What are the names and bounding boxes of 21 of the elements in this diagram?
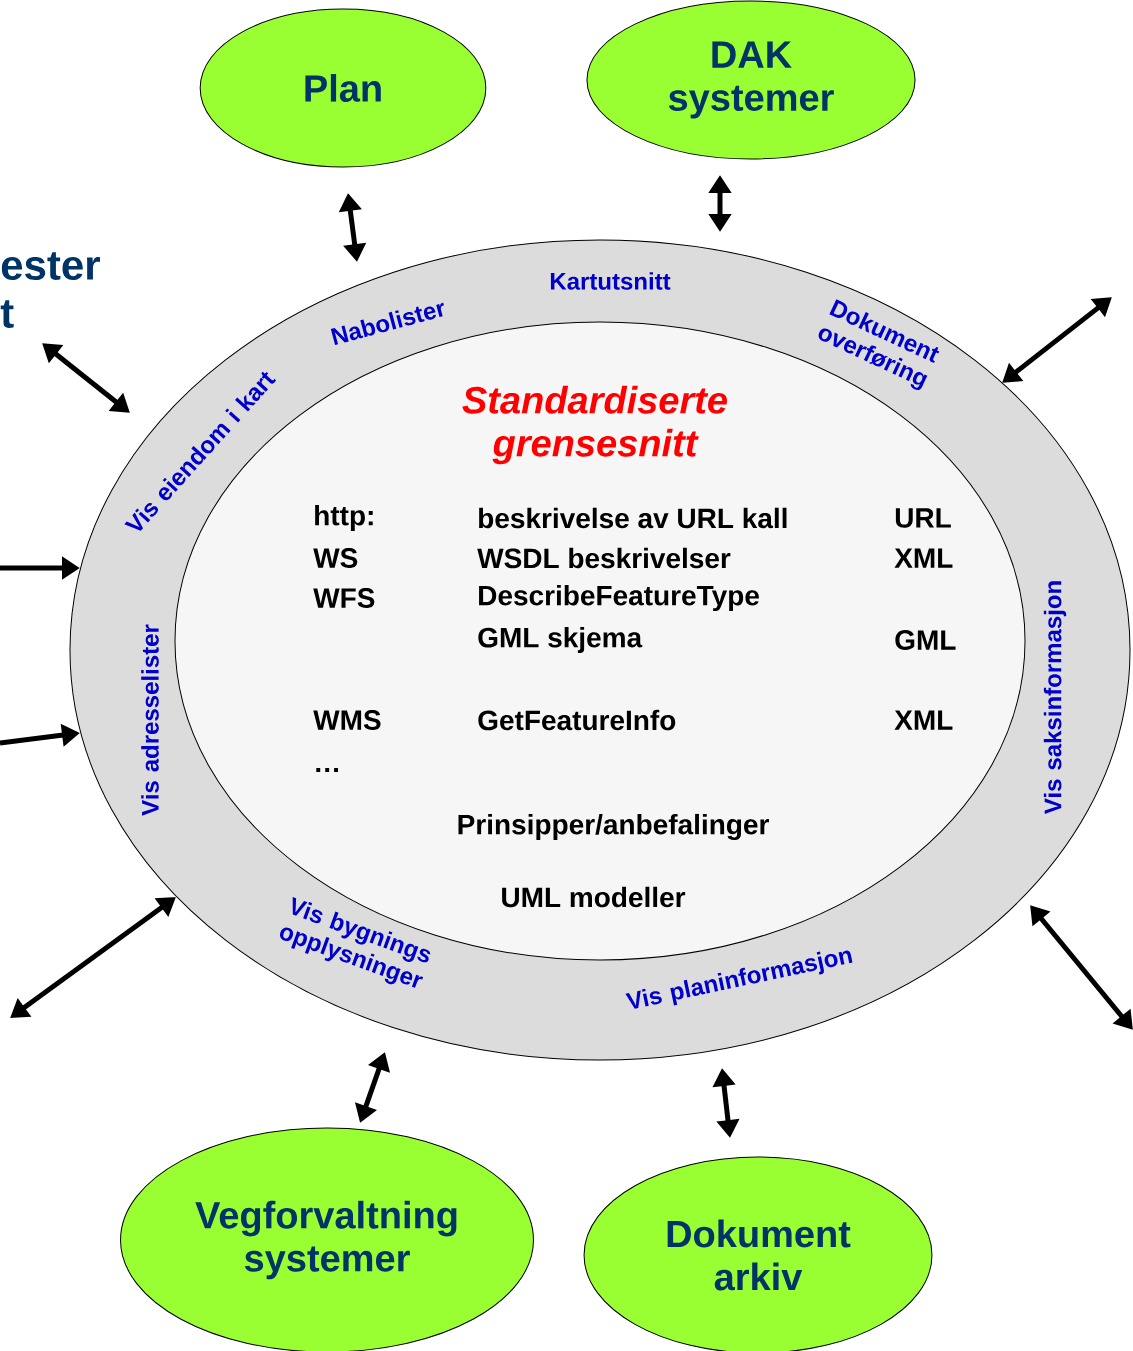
title: Standardiserte grensesnitt [462, 385, 727, 465]
ring-label: Vis adresselister [141, 624, 159, 816]
table-cell: … [316, 767, 339, 773]
table-cell: WSDL beskrivelser [477, 547, 731, 569]
heading: Prinsipper/anbefalinger [458, 813, 769, 841]
ring-label: Vis saksinformasjon [1043, 581, 1067, 814]
table-cell: GML skjema [478, 626, 643, 654]
table-cell: GetFeatureInfo [478, 709, 676, 731]
table-cell: beskrivelse av URL kall [479, 507, 787, 529]
table-cell: DescribeFeatureType [479, 584, 759, 612]
heading: UML modeller [502, 886, 686, 908]
table-cell: WFS [313, 588, 375, 608]
table-cell: XML [894, 548, 953, 568]
table-cell: XML [894, 710, 953, 730]
system-label: ester t [0, 252, 100, 328]
table-cell: GML [895, 630, 956, 650]
table-cell: http: [315, 504, 373, 532]
table-cell: URL [895, 508, 951, 528]
ring-label: Kartutsnitt [550, 272, 671, 290]
table-cell: WS [313, 548, 358, 568]
table-cell: WMS [313, 710, 381, 730]
